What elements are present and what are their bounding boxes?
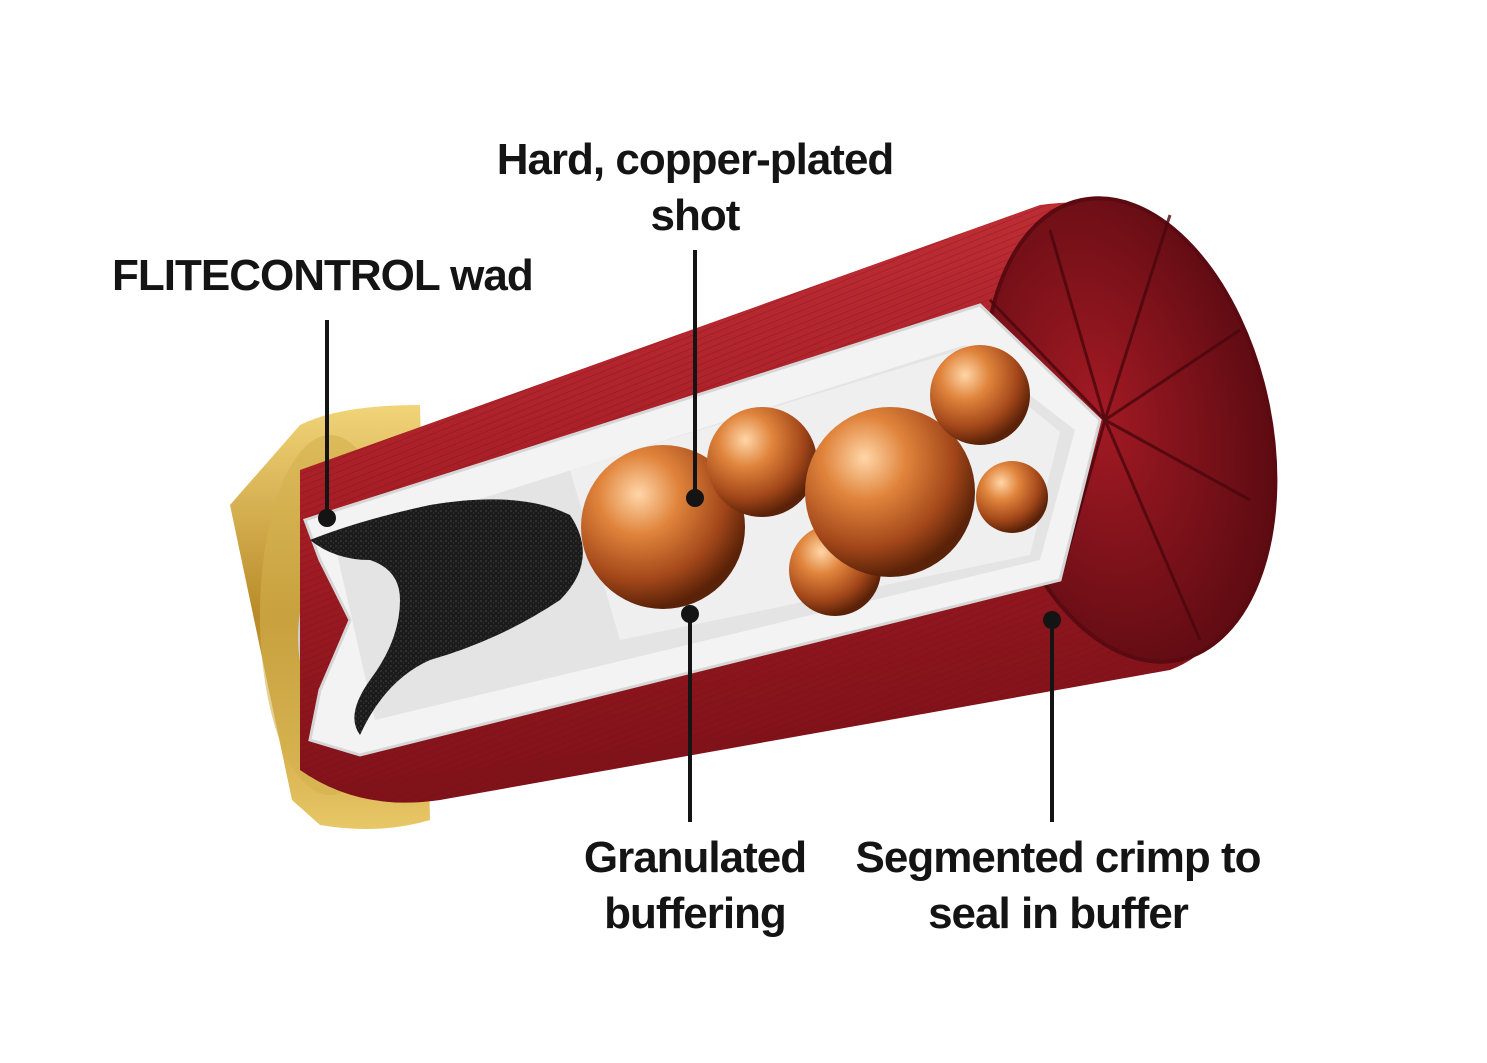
leader-buffering [681, 605, 699, 822]
label-buffering-line2: buffering [604, 889, 787, 938]
label-segmented-crimp: Segmented crimp to seal in buffer [838, 830, 1278, 942]
label-wad-line1: FLITECONTROL wad [112, 251, 534, 300]
copper-shot [581, 345, 1048, 616]
label-crimp-line2: seal in buffer [928, 889, 1189, 938]
granulated-buffer [310, 499, 583, 735]
label-granulated-buffering: Granulated buffering [560, 830, 830, 942]
label-flitecontrol-wad: FLITECONTROL wad [112, 248, 534, 304]
leader-crimp [1043, 611, 1061, 822]
label-buffering-line1: Granulated [583, 833, 807, 882]
label-copper-plated-shot: Hard, copper-plated shot [480, 132, 910, 244]
label-crimp-line1: Segmented crimp to [855, 833, 1262, 882]
label-shot-line1: Hard, copper-plated [496, 135, 895, 184]
leader-wad [318, 320, 336, 527]
leader-shot [686, 250, 704, 507]
label-shot-line2: shot [650, 191, 741, 240]
